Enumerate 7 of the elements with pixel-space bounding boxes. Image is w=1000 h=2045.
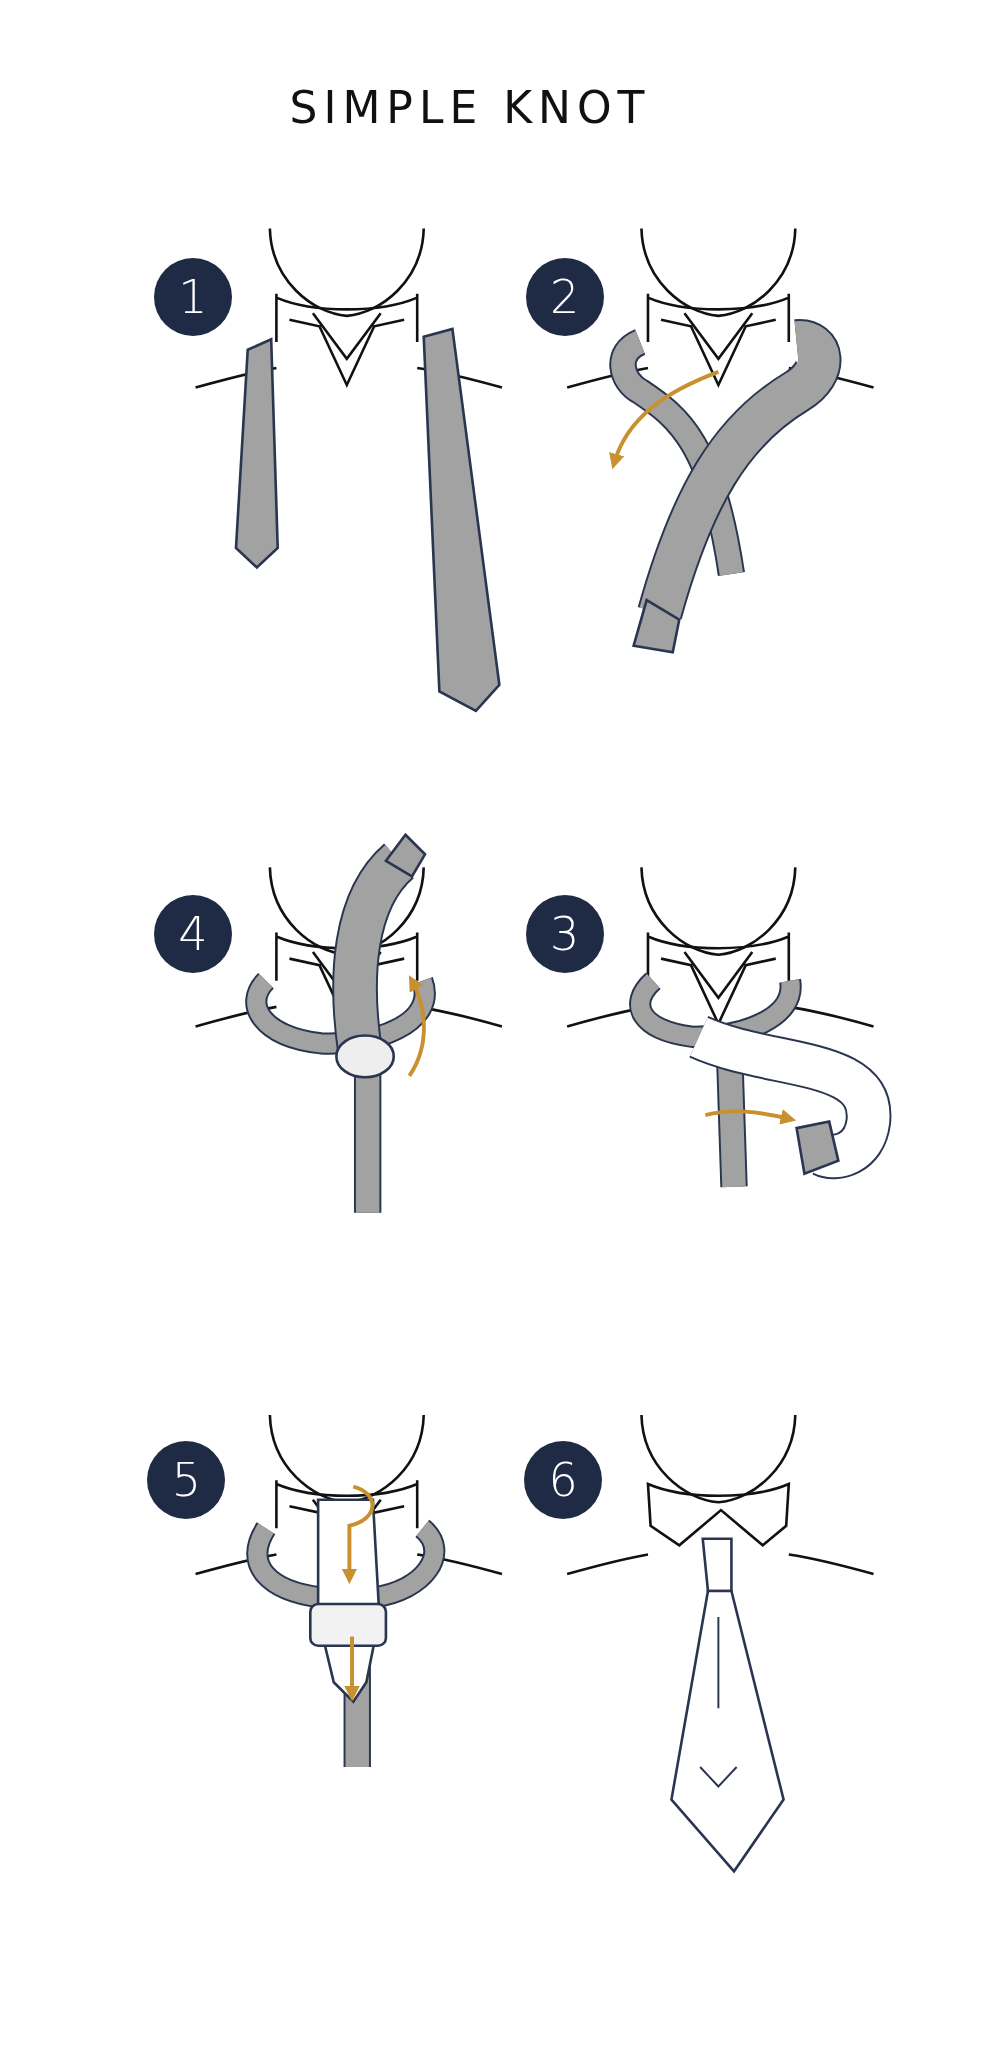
step-number-badge: 5 xyxy=(147,1440,226,1519)
step-number-badge: 3 xyxy=(525,894,604,973)
step-number-badge: 4 xyxy=(153,894,232,973)
step-number-badge: 1 xyxy=(153,258,232,337)
step-number-badge: 6 xyxy=(524,1440,603,1519)
title: SIMPLE KNOT xyxy=(288,82,652,133)
step-number-badge: 2 xyxy=(525,258,604,337)
